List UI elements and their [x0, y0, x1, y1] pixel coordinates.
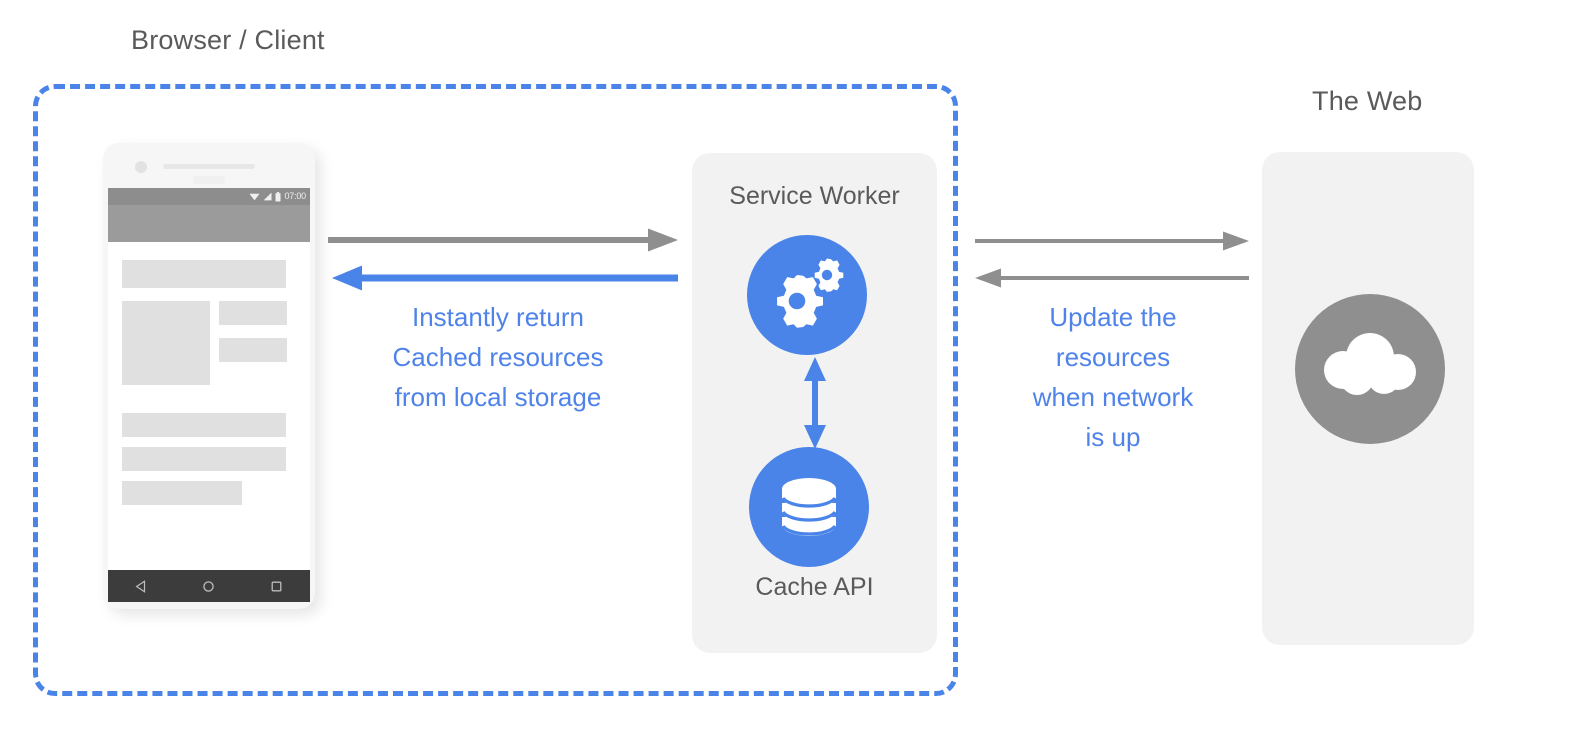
phone-navigation-bar — [108, 570, 310, 602]
phone-mockup: 07:00 — [103, 143, 315, 609]
skeleton-block — [122, 481, 242, 505]
service-worker-card: Service Worker — [692, 153, 937, 653]
phone-app-bar — [108, 205, 310, 242]
skeleton-block — [122, 260, 286, 288]
home-button-icon[interactable] — [202, 580, 215, 593]
database-icon — [781, 478, 837, 536]
browser-client-boundary — [33, 84, 958, 696]
recents-button-icon[interactable] — [270, 580, 283, 593]
back-button-icon[interactable] — [135, 579, 148, 593]
phone-content-skeleton — [108, 242, 310, 505]
skeleton-block — [219, 338, 287, 362]
skeleton-block — [122, 447, 286, 471]
cache-api-title: Cache API — [755, 573, 874, 601]
skeleton-block — [219, 301, 287, 325]
phone-status-time: 07:00 — [284, 191, 306, 201]
skeleton-block — [122, 301, 210, 385]
service-worker-title: Service Worker — [729, 182, 900, 210]
client-request-arrow — [328, 228, 678, 252]
network-response-arrow — [975, 268, 1249, 288]
worker-cache-link-arrow — [804, 357, 826, 449]
browser-client-label: Browser / Client — [131, 25, 325, 55]
network-response-caption: Update the resources when network is up — [1032, 302, 1194, 452]
phone-camera-icon — [135, 161, 147, 173]
service-worker-icon-badge — [747, 235, 867, 355]
cache-api-icon-badge — [749, 447, 869, 567]
phone-status-bar: 07:00 — [108, 188, 310, 205]
gears-icon — [777, 258, 844, 328]
signal-icon — [264, 192, 272, 201]
the-web-label: The Web — [1312, 86, 1423, 116]
client-response-arrow — [332, 265, 678, 291]
skeleton-block — [122, 413, 286, 437]
cloud-icon — [1324, 333, 1416, 395]
the-web-card — [1262, 152, 1474, 645]
phone-sensor — [193, 176, 225, 184]
phone-speaker-grill — [163, 164, 255, 169]
battery-icon — [275, 191, 281, 201]
network-request-arrow — [975, 231, 1249, 251]
phone-screen: 07:00 — [108, 188, 310, 570]
web-cloud-icon-badge — [1295, 294, 1445, 444]
wifi-icon — [249, 193, 260, 201]
client-response-caption: Instantly return Cached resources from l… — [392, 302, 604, 412]
